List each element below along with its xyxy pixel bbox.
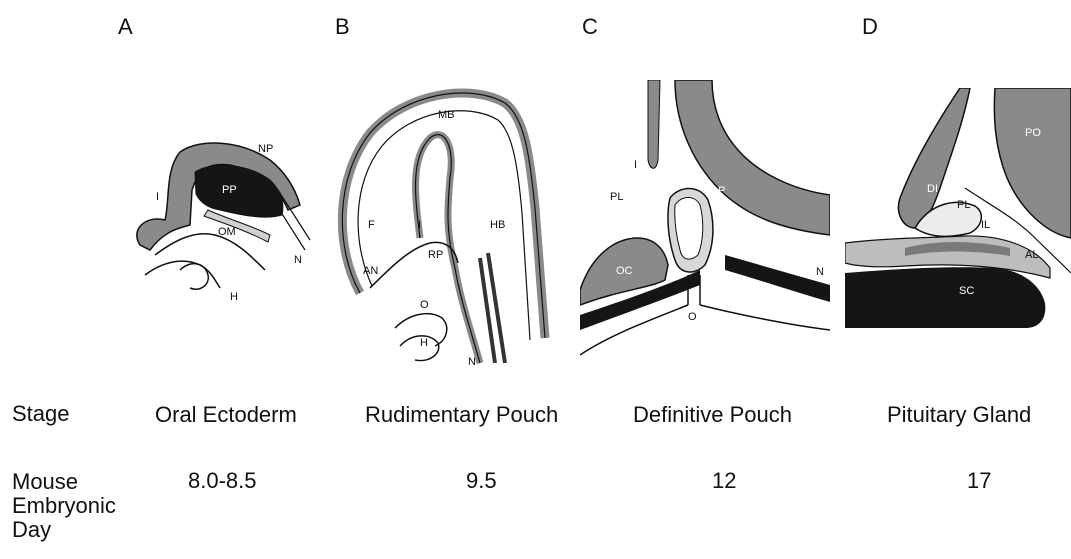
day-label-line-1: Mouse xyxy=(12,470,116,494)
label-po: PO xyxy=(1025,127,1041,139)
stage-row-label: Stage xyxy=(12,402,70,426)
stage-rudimentary-pouch: Rudimentary Pouch xyxy=(365,402,558,428)
stage-oral-ectoderm: Oral Ectoderm xyxy=(155,402,297,428)
panel-letter-b: B xyxy=(335,14,350,40)
panel-letter-d: D xyxy=(862,14,878,40)
label-f: F xyxy=(368,219,375,231)
label-oc: OC xyxy=(616,265,633,277)
panel-letter-c: C xyxy=(582,14,598,40)
panel-a-illustration: NP PP I OM N H xyxy=(120,110,320,310)
head-outline-1 xyxy=(155,234,265,270)
label-pl-d: PL xyxy=(957,199,970,211)
label-o-c: O xyxy=(688,311,697,323)
stage-definitive-pouch: Definitive Pouch xyxy=(633,402,792,428)
panel-letter-a: A xyxy=(118,14,133,40)
label-h-b: H xyxy=(420,337,428,349)
notochord-b xyxy=(480,253,505,363)
label-h-a: H xyxy=(230,291,238,303)
label-n-c: N xyxy=(816,266,824,278)
label-om: OM xyxy=(218,226,236,238)
panel-c-illustration: I PL P OC N O xyxy=(580,80,830,360)
neural-tube-edge xyxy=(342,93,545,338)
sphenoid-cartilage-shape xyxy=(845,267,1045,328)
label-n-b: N xyxy=(468,356,476,368)
label-sc: SC xyxy=(959,285,974,297)
day-label-line-2: Embryonic xyxy=(12,494,116,518)
label-i-b: I xyxy=(418,219,421,231)
day-oral-ectoderm: 8.0-8.5 xyxy=(188,468,257,494)
head-outline-2 xyxy=(145,261,220,288)
panel-b-illustration: MB F I HB AN RP O H N xyxy=(330,78,555,373)
cartilage-right xyxy=(725,255,830,302)
stage-pituitary-gland: Pituitary Gland xyxy=(887,402,1031,428)
label-an: AN xyxy=(363,265,378,277)
day-rudimentary-pouch: 9.5 xyxy=(466,468,497,494)
label-mb: MB xyxy=(438,109,455,121)
rathke-outline xyxy=(370,242,458,288)
label-hb: HB xyxy=(490,219,505,231)
label-np: NP xyxy=(258,143,273,155)
day-definitive-pouch: 12 xyxy=(712,468,736,494)
panel-d-illustration: PO DI PL IL AL SC xyxy=(845,88,1071,333)
infundibulum-stalk xyxy=(648,80,660,168)
label-i-c: I xyxy=(634,159,637,171)
label-n-a: N xyxy=(294,254,302,266)
label-o-b: O xyxy=(420,299,429,311)
heart-outline xyxy=(180,264,208,289)
label-p: P xyxy=(718,185,725,197)
posterior-brain-shape xyxy=(994,88,1071,238)
label-di: DI xyxy=(927,183,938,195)
label-i-a: I xyxy=(156,191,159,203)
label-il: IL xyxy=(981,219,990,231)
day-label-line-3: Day xyxy=(12,518,116,542)
label-pp: PP xyxy=(222,184,237,196)
day-pituitary-gland: 17 xyxy=(967,468,991,494)
label-al: AL xyxy=(1025,249,1038,261)
day-row-label: Mouse Embryonic Day xyxy=(12,470,116,542)
label-pl-c: PL xyxy=(610,191,623,203)
label-rp: RP xyxy=(428,249,443,261)
